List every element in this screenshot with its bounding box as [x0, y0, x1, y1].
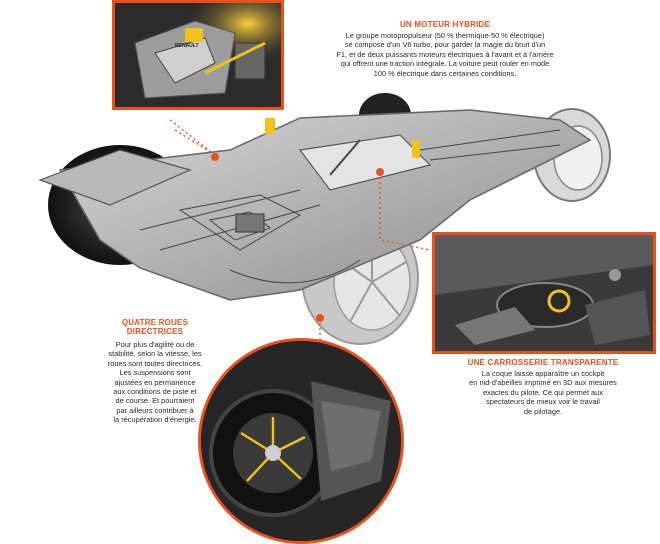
engine-line: F1, et de deux puissants moteurs électri… — [336, 49, 554, 59]
body-title: UNE CARROSSERIE TRANSPARENTE — [467, 358, 619, 367]
engine-title: UN MOTEUR HYBRIDE — [399, 20, 491, 29]
car-illustration — [38, 93, 611, 365]
body-line: exactes du pilote. Ce qui permet aux — [483, 387, 603, 397]
wheels-line: de course. Et pourraient — [115, 396, 195, 406]
wheel-inset — [198, 338, 404, 544]
body-line: de pilotage. — [523, 406, 563, 416]
rear-wing — [38, 149, 192, 206]
engine-logo: RENAULT — [175, 43, 199, 49]
wheels-line: aux conditions de piste et — [113, 387, 197, 397]
wheels-title-line: QUATRE ROUES — [121, 318, 189, 327]
engine-line: Le groupe motopropulseur (50 % thermique… — [345, 31, 545, 40]
engine-line: se compose d'un V6 turbo, pour garder la… — [344, 40, 546, 50]
body-text: La coque laisse apparaître un cockpit en… — [430, 369, 656, 416]
engine-line: qui offrent une traction intégrale. La v… — [340, 59, 550, 69]
chassis — [58, 109, 592, 301]
wheels-line: stabilité, selon la vitesse, les — [108, 349, 202, 359]
wheels-title: QUATRE ROUES DIRECTRICES — [100, 318, 210, 336]
wheels-line: roues sont toutes directrices. — [107, 358, 203, 368]
wheels-line: Les suspensions sont — [119, 368, 191, 378]
wheels-line: par ailleurs contribuer à — [116, 405, 194, 415]
wheels-line: ajustées en permanence — [114, 377, 196, 387]
wheels-line: Pour plus d'agilité ou de — [115, 340, 195, 349]
engine-inset: RENAULT — [112, 0, 284, 110]
body-line: en nid-d'abeilles imprimé en 3D aux mesu… — [469, 378, 617, 388]
cockpit-inset — [432, 232, 656, 354]
wheels-text: Pour plus d'agilité ou de stabilité, sel… — [96, 340, 214, 425]
wheels-title-line: DIRECTRICES — [126, 327, 184, 336]
engine-line: 100 % électrique dans certaines conditio… — [373, 68, 517, 78]
body-line: La coque laisse apparaître un cockpit — [481, 369, 605, 378]
wheels-line: la récupération d'énergie. — [113, 415, 197, 425]
engine-text: Le groupe motopropulseur (50 % thermique… — [292, 31, 598, 78]
body-line: spectateurs de mieux voir le travail — [486, 397, 600, 407]
infographic: RENAULT UN MOTEUR HYBRIDE Le groupe moto… — [38, 0, 656, 544]
